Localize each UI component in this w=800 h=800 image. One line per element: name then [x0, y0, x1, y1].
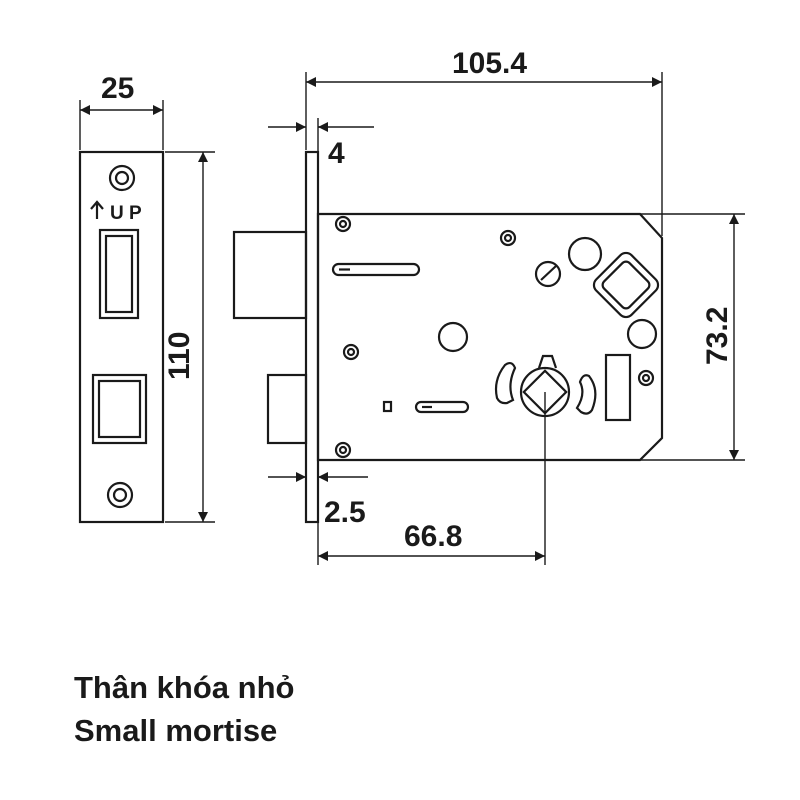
dimension-case-height — [640, 213, 745, 461]
label-backset: 66.8 — [404, 520, 462, 553]
label-offset: 2.5 — [324, 496, 366, 529]
lower-slot — [414, 400, 470, 414]
label-overall-length: 105.4 — [452, 47, 527, 80]
up-label: U P — [110, 203, 142, 224]
dimension-faceplate-height — [165, 151, 215, 523]
caption-english: Small mortise — [74, 713, 278, 748]
label-case-height: 73.2 — [701, 307, 734, 365]
dimension-forend-thickness — [268, 118, 374, 152]
deadbolt-opening — [91, 373, 148, 445]
up-arrow-icon — [90, 200, 104, 219]
spindle-hub-upper — [592, 251, 660, 319]
latch-bolt — [232, 230, 308, 320]
label-faceplate-width: 25 — [101, 72, 134, 105]
dimension-overall-length — [305, 72, 663, 236]
label-forend-thickness: 4 — [328, 137, 345, 170]
tumbler-block — [604, 353, 632, 422]
forend-plate — [304, 150, 320, 524]
lock-body — [232, 150, 664, 524]
upper-slot — [331, 262, 421, 277]
latch-opening — [98, 228, 140, 320]
faceplate-bottom-screw-hole — [106, 481, 134, 509]
dimension-faceplate-width — [79, 100, 164, 150]
deadbolt — [266, 373, 308, 445]
label-faceplate-height: 110 — [163, 332, 196, 380]
faceplate-top-screw-hole — [108, 164, 136, 192]
caption-vietnamese: Thân khóa nhỏ — [74, 670, 295, 705]
faceplate — [78, 150, 165, 524]
lock-case — [316, 212, 664, 462]
dimension-backset — [317, 392, 546, 565]
